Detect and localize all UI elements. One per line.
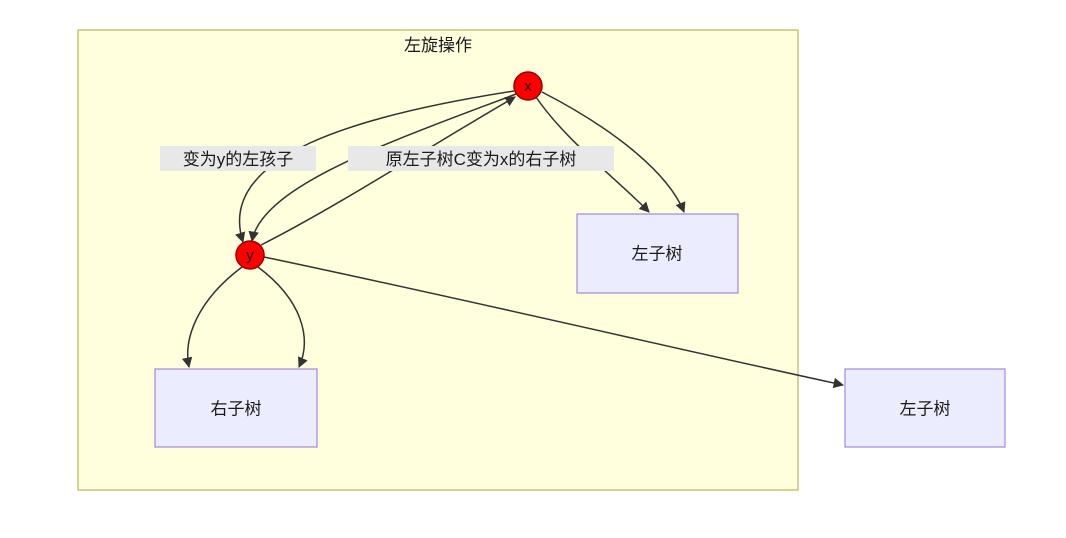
- outer-left-subtree-box: [844, 368, 1006, 448]
- node-x: [513, 71, 543, 101]
- outer-left-subtree-label: 左子树: [900, 399, 951, 418]
- inner-left-subtree-box: [576, 213, 739, 294]
- edge-label-c-become-x-right-subtree: 原左子树C变为x的右子树: [386, 150, 577, 169]
- node-x-label: x: [524, 78, 532, 95]
- edge-label-bg-right-subtree: [348, 146, 614, 171]
- node-y-label: y: [246, 247, 254, 264]
- edge-x-to-y-2: [248, 93, 517, 243]
- edge-y-to-x: [260, 96, 516, 246]
- edge-y-to-right-subtree-1: [181, 266, 243, 369]
- node-y: [235, 240, 265, 270]
- edge-y-to-outer-left-subtree: [263, 256, 845, 389]
- right-subtree-box: [154, 368, 318, 448]
- edge-label-bg-left-child: [160, 146, 316, 171]
- edge-x-to-y-1: [235, 90, 515, 244]
- right-subtree-label: 右子树: [211, 399, 262, 418]
- inner-left-subtree-label: 左子树: [632, 244, 683, 263]
- edge-x-to-inner-left-subtree-2: [541, 91, 686, 213]
- diagram-title: 左旋操作: [404, 36, 472, 55]
- edge-label-become-y-left-child: 变为y的左孩子: [183, 150, 294, 169]
- edge-y-to-right-subtree-2: [257, 266, 308, 368]
